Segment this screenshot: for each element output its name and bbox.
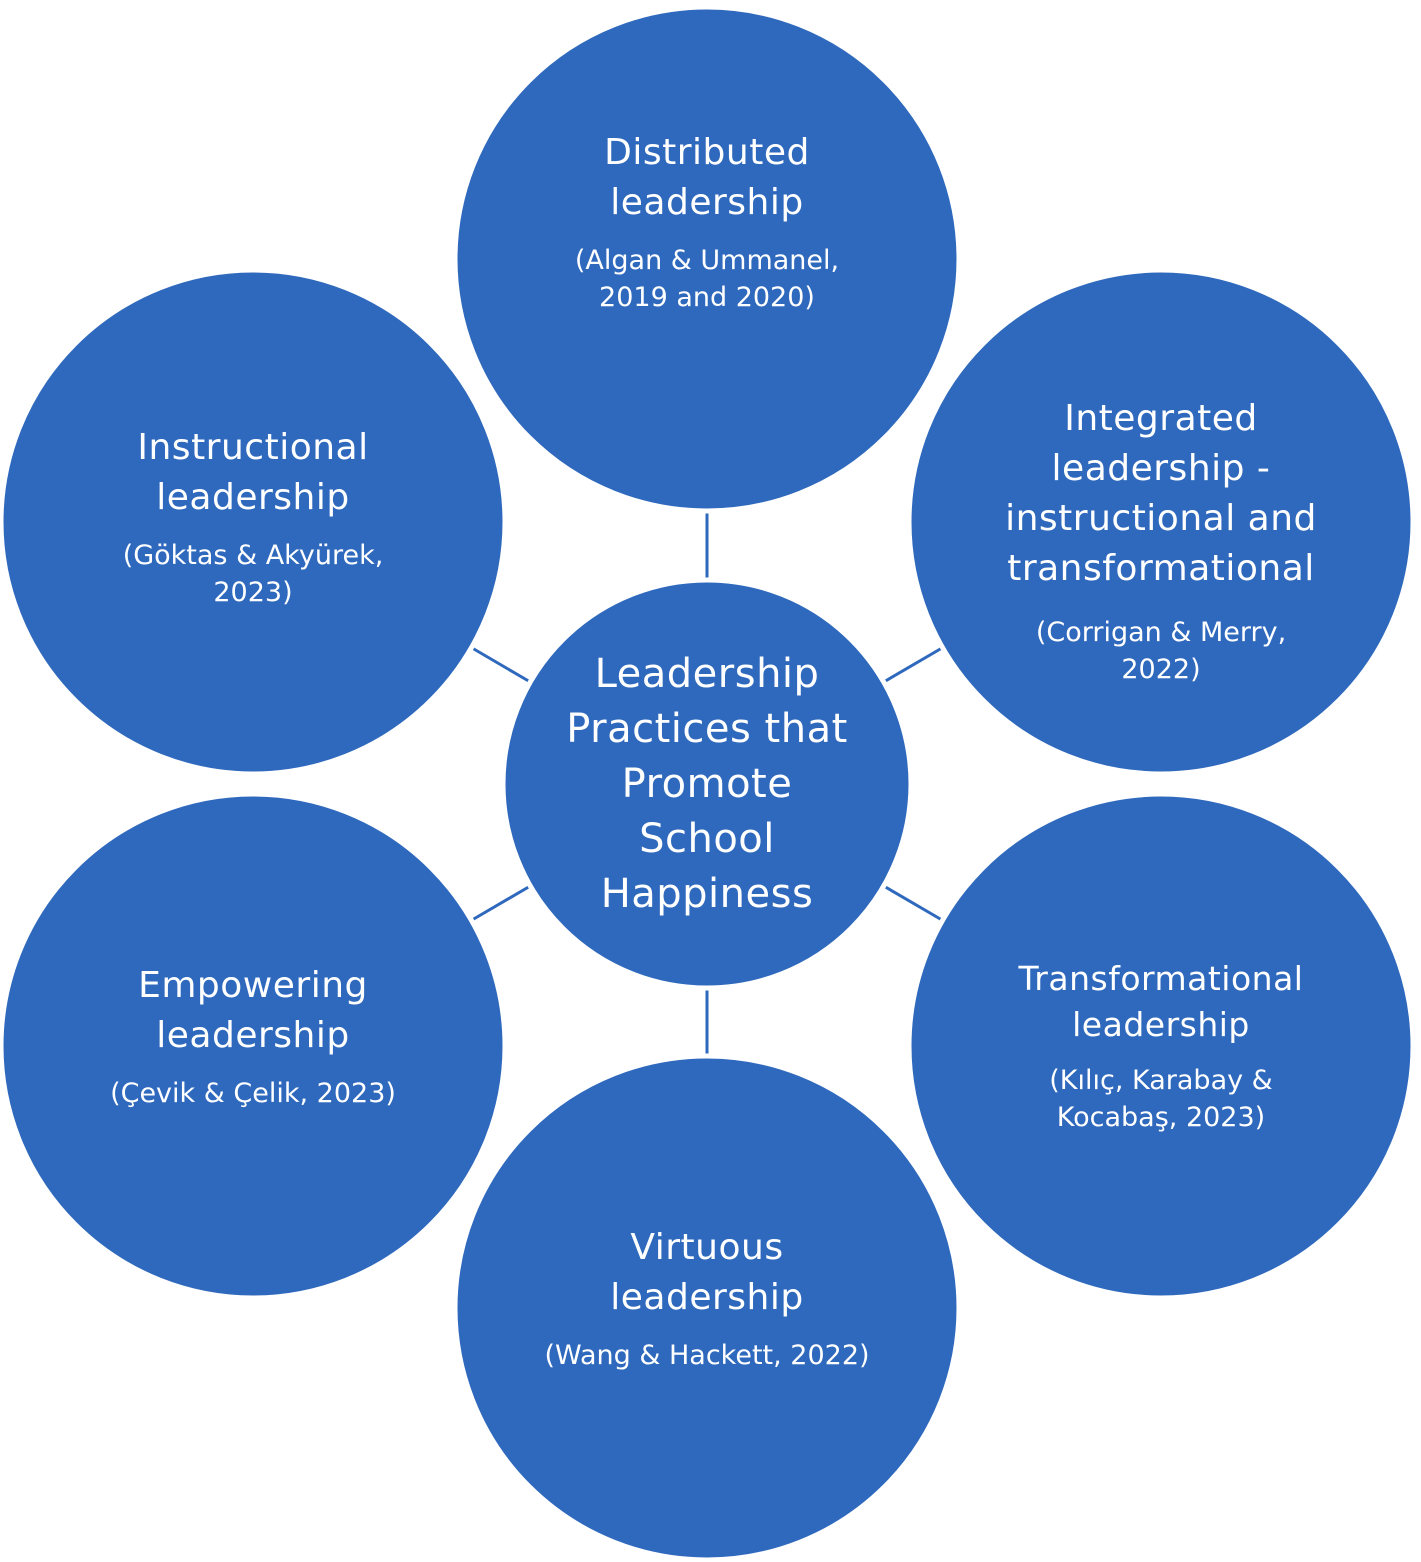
node-ref-integrated: (Corrigan & Merry, 2022) [1035, 617, 1287, 685]
node-ref-instructional: (Göktas & Akyürek, 2023) [122, 540, 384, 608]
connector-empowering [471, 883, 533, 922]
node-instructional: Instructional leadership (Göktas & Akyür… [26, 295, 480, 749]
connector-instructional [466, 643, 533, 685]
node-center: Leadership Practices that Promote School… [527, 604, 887, 964]
node-circle-center [500, 577, 914, 991]
node-circle-instructional [0, 267, 508, 777]
center-title: Leadership Practices that Promote School… [566, 650, 848, 917]
connector-integrated [881, 646, 943, 685]
node-distributed: Distributed leadership (Algan & Ummanel,… [480, 32, 934, 486]
node-empowering: Empowering leadership (Çevik & Çelik, 20… [26, 819, 480, 1273]
node-transformational: Transformational leadership (Kılıç, Kara… [934, 819, 1388, 1273]
node-circle-transformational [906, 791, 1416, 1301]
node-title-distributed: Distributed leadership [604, 132, 810, 223]
node-circle-empowering [0, 791, 508, 1301]
node-title-transformational: Transformational leadership [1018, 959, 1304, 1044]
node-ref-empowering: (Çevik & Çelik, 2023) [110, 1077, 396, 1109]
node-title-integrated: Integrated leadership - instructional an… [1005, 398, 1317, 589]
node-virtuous: Virtuous leadership (Wang & Hackett, 202… [480, 1081, 934, 1535]
node-ref-transformational: (Kılıç, Karabay & Kocabaş, 2023) [1049, 1065, 1273, 1133]
node-circle-distributed [452, 4, 962, 514]
node-ref-distributed: (Algan & Ummanel, 2019 and 2020) [574, 245, 840, 313]
node-circle-virtuous [452, 1053, 962, 1562]
node-title-instructional: Instructional leadership [137, 427, 369, 518]
node-ref-virtuous: (Wang & Hackett, 2022) [544, 1339, 870, 1371]
node-title-empowering: Empowering leadership [138, 964, 368, 1056]
node-integrated: Integrated leadership - instructional an… [934, 295, 1388, 749]
connector-transformational [881, 883, 943, 922]
node-title-virtuous: Virtuous leadership [610, 1226, 804, 1318]
node-circle-integrated [906, 267, 1416, 777]
